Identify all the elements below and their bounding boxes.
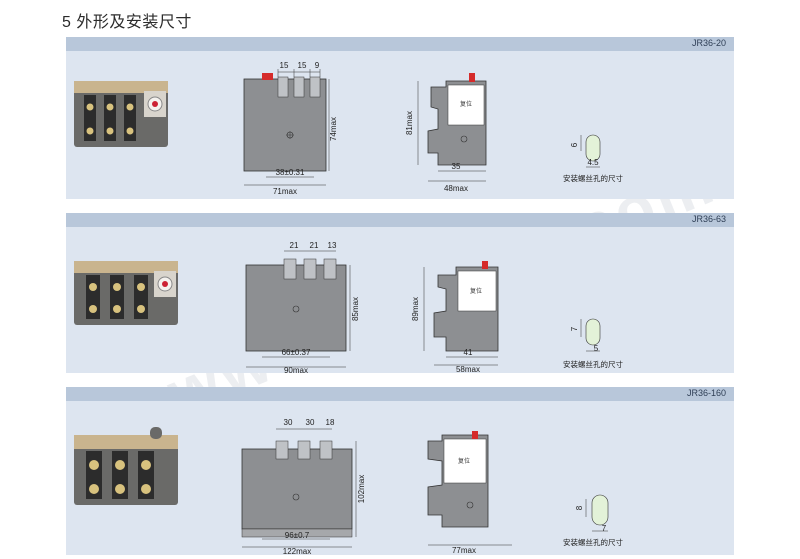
- front-mount-dim: 66±0.37: [282, 348, 311, 357]
- front-top-dim: 9: [315, 61, 320, 70]
- side-height-dim: 89max: [411, 297, 420, 321]
- hole-caption: 安装螺丝孔的尺寸: [563, 173, 623, 183]
- product-photo: [74, 261, 178, 325]
- side-label: 复位: [460, 100, 472, 108]
- hole-width-dim: 7: [602, 524, 607, 533]
- front-width-dim: 71max: [273, 187, 297, 196]
- product-photo: [74, 81, 168, 147]
- side-height-dim: 81max: [405, 111, 414, 135]
- side-view: 复位 81max 35 48max: [405, 73, 487, 193]
- hole-height-dim: 8: [575, 505, 584, 510]
- drawing-jr36-160: 30 30 18 102max 96±0.7 122max 复位 77max 8…: [74, 418, 623, 555]
- side-depth-dim: 77max: [452, 546, 476, 555]
- page-title: 5 外形及安装尺寸: [62, 14, 192, 31]
- front-view: 15 15 9 74max 38±0.31 71max: [243, 61, 338, 196]
- side-mount-dim: 35: [452, 162, 461, 171]
- front-top-dim: 21: [290, 241, 299, 250]
- front-top-dim: 30: [306, 418, 315, 427]
- hole-height-dim: 6: [570, 142, 579, 147]
- model-label: JR36-20: [691, 38, 726, 48]
- section-jr36-160: JR36-160 30 30 18 102max: [66, 387, 734, 555]
- section-jr36-20: JR36-20: [66, 37, 734, 199]
- side-view: 复位 77max: [427, 431, 512, 555]
- front-width-dim: 90max: [284, 366, 308, 373]
- side-depth-dim: 58max: [456, 365, 480, 373]
- hole-width-dim: 5: [594, 344, 599, 353]
- drawing-jr36-63: 21 21 13 85max 66±0.37 90max 复位 89max 41…: [74, 241, 623, 373]
- front-top-dim: 21: [310, 241, 319, 250]
- side-label: 复位: [458, 457, 470, 465]
- mount-hole-diagram: 7 5 安装螺丝孔的尺寸: [563, 318, 623, 369]
- drawing-jr36-20: 15 15 9 74max 38±0.31 71max 复位 81max 35 …: [74, 61, 623, 196]
- hole-width-dim: 4.5: [587, 158, 599, 167]
- side-depth-dim: 48max: [444, 184, 468, 193]
- section-header-band: [66, 387, 734, 401]
- section-header-band: [66, 213, 734, 227]
- front-top-dim: 15: [298, 61, 307, 70]
- section-jr36-63: JR36-63 21 21 13 8: [66, 213, 734, 373]
- model-label: JR36-160: [686, 388, 726, 398]
- product-photo: [74, 427, 178, 505]
- side-label: 复位: [470, 287, 482, 295]
- front-view: 21 21 13 85max 66±0.37 90max: [245, 241, 360, 373]
- mount-hole-diagram: 8 7 安装螺丝孔的尺寸: [563, 494, 623, 547]
- front-top-dim: 18: [326, 418, 335, 427]
- front-mount-dim: 96±0.7: [285, 531, 310, 540]
- side-view: 复位 89max 41 58max: [411, 261, 499, 373]
- hole-height-dim: 7: [570, 326, 579, 331]
- side-mount-dim: 41: [464, 348, 473, 357]
- front-width-dim: 122max: [283, 547, 311, 555]
- front-top-dim: 15: [280, 61, 289, 70]
- front-mount-dim: 38±0.31: [276, 168, 305, 177]
- front-top-dim: 30: [284, 418, 293, 427]
- hole-caption: 安装螺丝孔的尺寸: [563, 359, 623, 369]
- front-height-dim: 85max: [351, 297, 360, 321]
- front-top-dim: 13: [328, 241, 337, 250]
- section-header-band: [66, 37, 734, 51]
- mount-hole-diagram: 6 4.5 安装螺丝孔的尺寸: [563, 134, 623, 183]
- front-height-dim: 102max: [357, 475, 366, 503]
- model-label: JR36-63: [691, 214, 726, 224]
- front-height-dim: 74max: [329, 117, 338, 141]
- hole-caption: 安装螺丝孔的尺寸: [563, 537, 623, 547]
- front-view: 30 30 18 102max 96±0.7 122max: [241, 418, 366, 555]
